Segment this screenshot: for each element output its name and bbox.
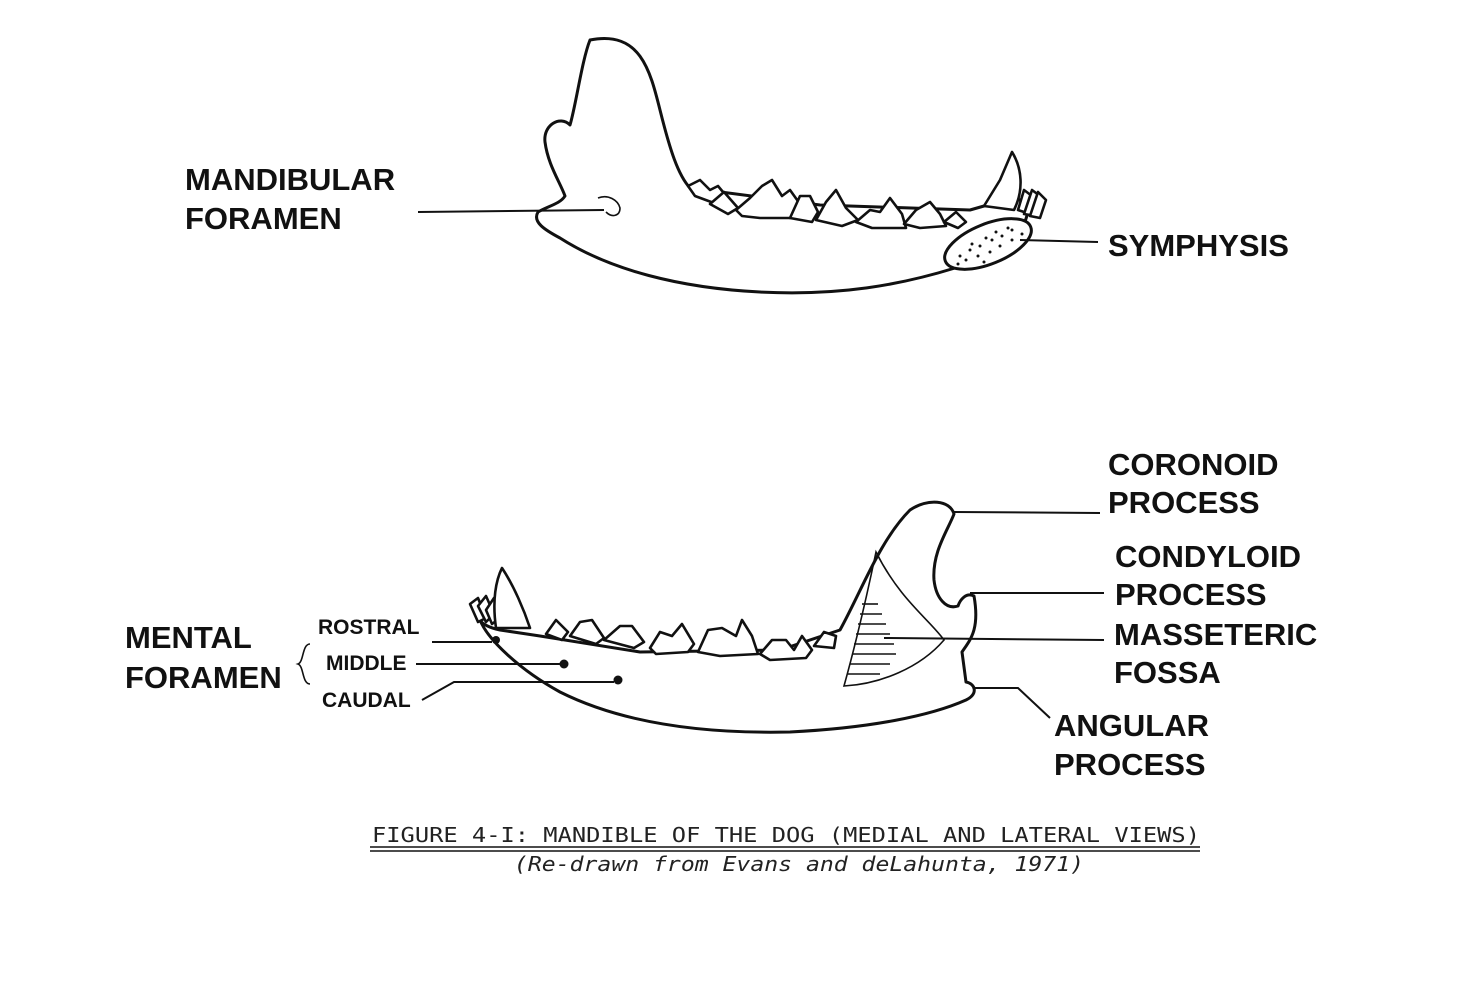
medial-view-mandible: [535, 37, 1048, 295]
mental-foramen-brace: [295, 643, 311, 685]
label-masseteric-fossa: FOSSA: [1114, 655, 1221, 690]
leader-caudal: [421, 681, 614, 701]
leader-masseteric: [883, 637, 1105, 641]
figure-caption-source: (Re-drawn from Evans and deLahunta, 1971…: [514, 852, 1084, 876]
leader-angular: [974, 687, 1051, 719]
lateral-view-mandible: [468, 500, 978, 734]
label-coronoid-process: PROCESS: [1108, 485, 1260, 520]
label-masseteric: MASSETERIC: [1114, 617, 1317, 652]
label-condyloid-process: PROCESS: [1115, 577, 1267, 612]
lateral-mandible-outline: [478, 500, 978, 734]
label-mental: MENTAL: [125, 620, 252, 655]
leader-mandibular-foramen: [417, 209, 605, 213]
label-symphysis: SYMPHYSIS: [1108, 228, 1289, 263]
leader-symphysis: [1019, 239, 1099, 243]
label-rostral: ROSTRAL: [318, 616, 420, 639]
masseteric-fossa-outline: [842, 549, 946, 687]
label-caudal: CAUDAL: [322, 689, 411, 712]
figure-caption-title: FIGURE 4-I: MANDIBLE OF THE DOG (MEDIAL …: [372, 823, 1200, 847]
masseteric-fossa-hatching: [848, 603, 896, 675]
label-mental-foramen: FORAMEN: [125, 660, 282, 695]
label-mandibular-foramen: FORAMEN: [185, 201, 342, 236]
rostral-mental-foramen: [492, 636, 500, 644]
label-mandibular: MANDIBULAR: [185, 162, 395, 197]
symphysis-surface: [943, 217, 1033, 271]
lateral-teeth: [468, 566, 838, 662]
caudal-mental-foramen: [613, 675, 623, 685]
mandibular-foramen-mark: [597, 195, 621, 217]
label-angular: ANGULAR: [1054, 708, 1209, 743]
leader-coronoid: [953, 511, 1101, 514]
label-condyloid: CONDYLOID: [1115, 539, 1301, 574]
label-coronoid: CORONOID: [1108, 447, 1279, 482]
label-middle: MIDDLE: [326, 652, 407, 675]
symphysis-stipple: [956, 226, 1024, 266]
label-angular-process: PROCESS: [1054, 747, 1206, 782]
middle-mental-foramen: [559, 659, 569, 669]
medial-teeth: [686, 150, 1048, 230]
